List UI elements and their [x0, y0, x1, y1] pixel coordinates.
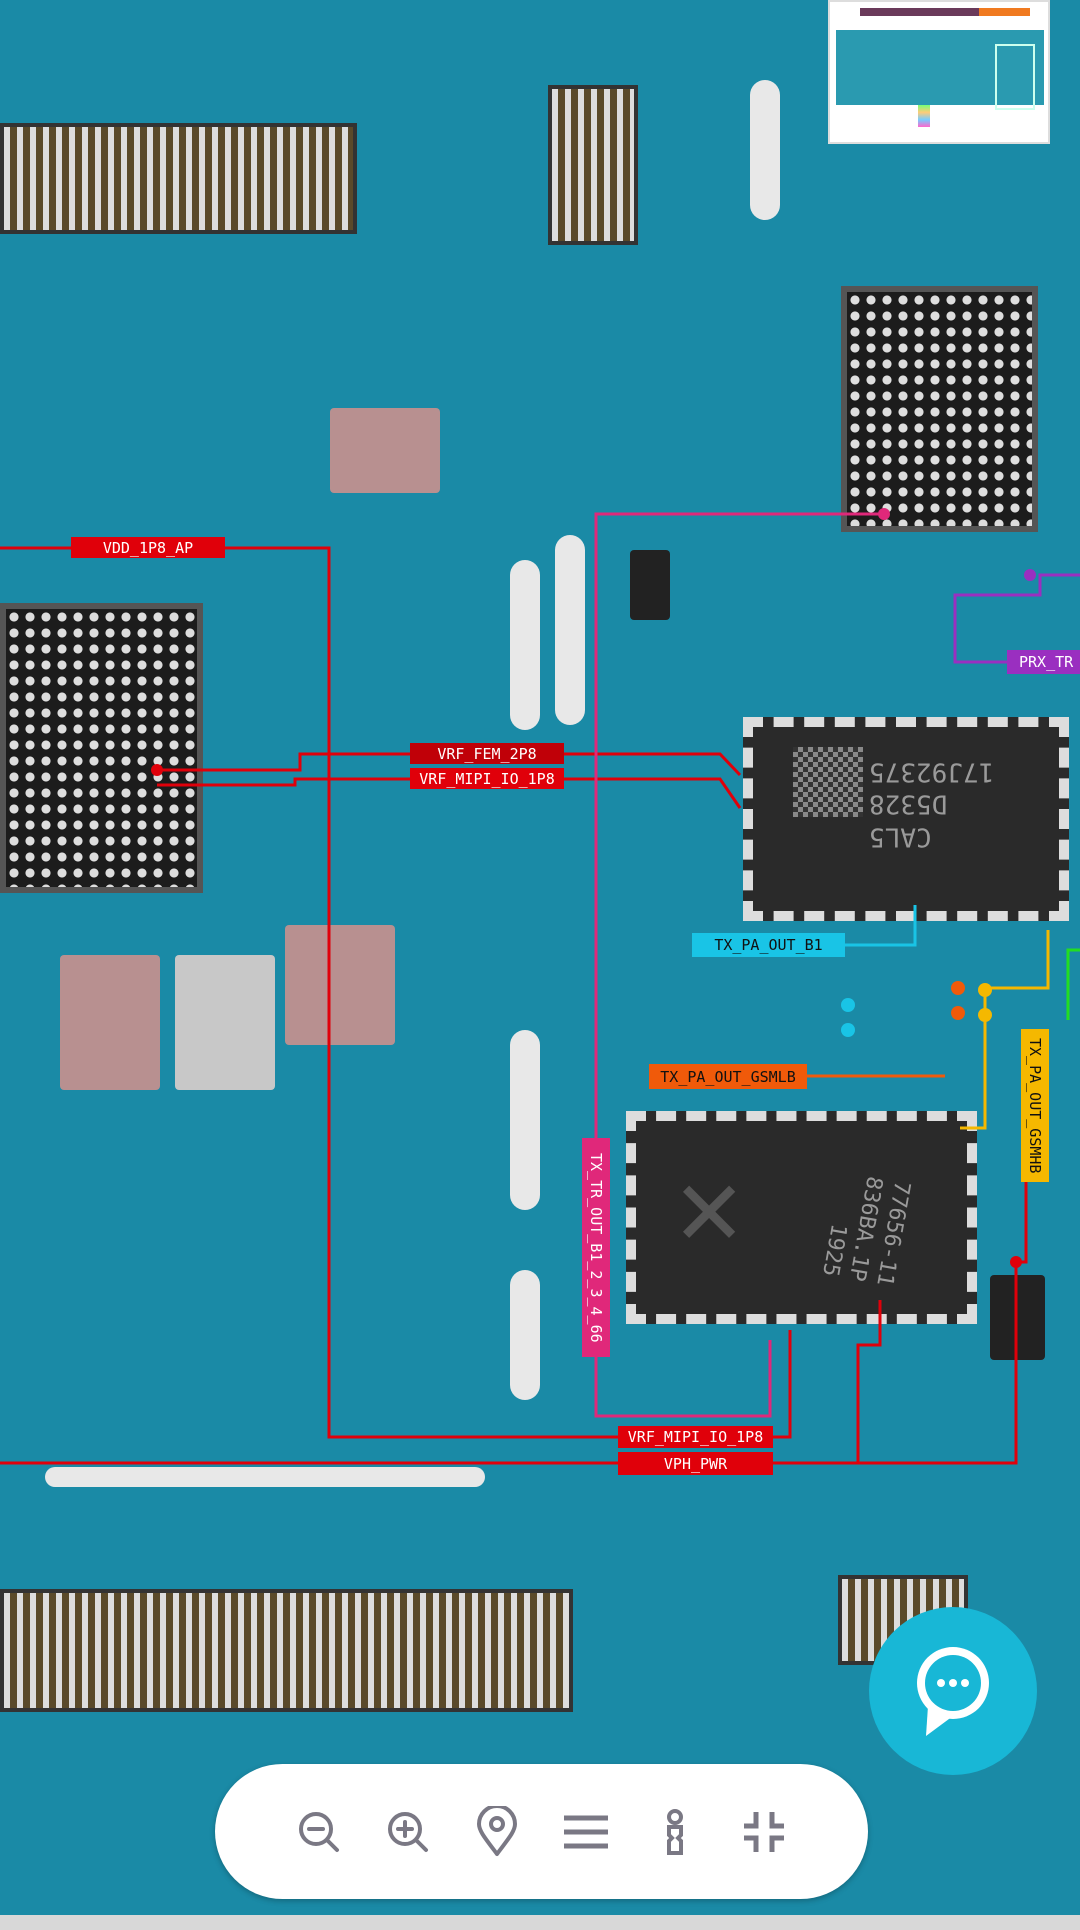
trace-vrf-mipi	[157, 777, 742, 809]
trace-tx-tr-out	[594, 512, 884, 1418]
qr-code	[793, 747, 863, 817]
bottom-connector	[0, 1589, 573, 1712]
board-minimap[interactable]	[828, 0, 1050, 144]
inductor	[330, 408, 440, 493]
collapse-button[interactable]	[739, 1807, 789, 1857]
zoom-in-button[interactable]	[383, 1807, 433, 1857]
inductor	[60, 955, 160, 1090]
top-connector	[0, 123, 357, 234]
location-button[interactable]	[472, 1805, 522, 1857]
net-label-vdd-1p8-ap[interactable]: VDD_1P8_AP	[71, 537, 225, 558]
info-button[interactable]	[650, 1807, 700, 1857]
zoom-out-button[interactable]	[294, 1807, 344, 1857]
info-icon	[666, 1808, 683, 1855]
shield-pad	[750, 80, 780, 220]
inductor	[285, 925, 395, 1045]
shield-pad	[510, 1030, 540, 1210]
shield-pad	[510, 1270, 540, 1400]
trace-vdd-1p8-ap	[0, 546, 792, 1439]
menu-icon	[563, 1815, 608, 1848]
trace-vph-pwr	[0, 1180, 1028, 1465]
inductor	[175, 955, 275, 1090]
shield-pad	[510, 560, 540, 730]
shield-pad	[45, 1467, 485, 1487]
trace-prx-tr	[953, 573, 1080, 664]
chip-logo-x: ✕	[676, 1142, 743, 1270]
collapse-icon	[743, 1811, 784, 1852]
net-label-tx-tr-out[interactable]: TX_TR_OUT_B1_2_3_4_66	[582, 1138, 610, 1357]
left-bga-chip	[0, 603, 203, 893]
location-pin-icon	[477, 1805, 518, 1856]
chat-bubble-icon	[917, 1647, 989, 1736]
ic-small	[630, 550, 670, 620]
upper-right-bga-chip	[841, 286, 1038, 532]
minimap-viewport	[995, 44, 1035, 110]
qfn-chip-77656: ✕ 77656-11 836BA.1P 1925	[626, 1111, 977, 1324]
small-connector	[548, 85, 638, 245]
net-label-tx-pa-out-b1[interactable]: TX_PA_OUT_B1	[692, 933, 845, 957]
viewer-toolbar	[215, 1764, 868, 1899]
chat-button[interactable]	[869, 1607, 1037, 1775]
trace-vph-pwr-branch	[856, 1300, 882, 1463]
net-label-prx-tr[interactable]: PRX_TR	[1007, 650, 1080, 674]
zoom-out-icon	[299, 1811, 340, 1852]
net-label-tx-pa-out-gsmhb[interactable]: TX_PA_OUT_GSMHB	[1021, 1029, 1049, 1182]
minimap-board	[836, 30, 1044, 105]
trace-vrf-fem	[157, 752, 742, 777]
trace-tx-pa-out-b1	[845, 905, 917, 947]
minimap-legend	[918, 105, 930, 127]
zoom-in-icon	[388, 1811, 429, 1852]
qfn-chip-d5328: CAL5 D5328 17J92375	[743, 717, 1069, 921]
net-label-vrf-mipi-io-1p8-lower[interactable]: VRF_MIPI_IO_1P8	[618, 1426, 773, 1448]
menu-button[interactable]	[561, 1807, 611, 1857]
net-label-vrf-mipi-io-1p8[interactable]: VRF_MIPI_IO_1P8	[410, 768, 564, 789]
net-label-vph-pwr[interactable]: VPH_PWR	[618, 1452, 773, 1475]
shield-pad	[555, 535, 585, 725]
trace-green	[1066, 948, 1080, 1020]
net-label-tx-pa-out-gsmlb[interactable]: TX_PA_OUT_GSMLB	[649, 1064, 807, 1089]
minimap-header	[860, 8, 1030, 16]
system-navigation-bar	[0, 1915, 1080, 1930]
net-label-vrf-fem-2p8[interactable]: VRF_FEM_2P8	[410, 743, 564, 764]
